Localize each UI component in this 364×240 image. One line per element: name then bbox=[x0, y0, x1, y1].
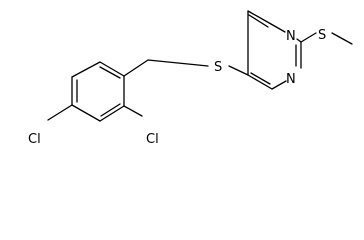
bond-c2-s bbox=[300, 32, 317, 43]
thioether-linker bbox=[123, 59, 249, 77]
bond-c4-s bbox=[228, 65, 249, 76]
bond-n3-c4 bbox=[271, 80, 287, 90]
bond-c5-c6 bbox=[247, 10, 272, 25]
chemical-structure: N N S S Cl Cl bbox=[28, 10, 353, 147]
bond-c4-c5-lower bbox=[247, 74, 273, 90]
bond-c5-c6-inner bbox=[248, 14, 269, 28]
bond-s-ch2 bbox=[147, 59, 209, 67]
bond-ar4-cl bbox=[47, 104, 73, 121]
structure-canvas: N N S S Cl Cl bbox=[28, 10, 353, 147]
bond-n1-c2 bbox=[296, 38, 302, 43]
bond-ar4-ar5 bbox=[71, 104, 101, 122]
atom-label-n-top: N bbox=[286, 29, 296, 44]
bond-ar1-ar2 bbox=[99, 61, 125, 77]
bond-s-ch3 bbox=[331, 32, 353, 45]
bond-c6-n1 bbox=[270, 23, 286, 33]
bond-c4-c5-lower-inner bbox=[250, 72, 271, 85]
atom-label-cl-ortho: Cl bbox=[146, 132, 159, 147]
atom-label-s-methyl: S bbox=[318, 28, 326, 43]
dichlorophenyl-ring bbox=[47, 61, 143, 122]
bond-ar5-ar6-inner bbox=[100, 103, 121, 117]
bond-ar6-cl bbox=[123, 105, 143, 117]
atom-label-cl-para: Cl bbox=[28, 132, 41, 147]
pyrimidine-ring bbox=[247, 10, 302, 90]
methylthio-group bbox=[300, 32, 353, 45]
bond-ar5-ar6 bbox=[99, 105, 125, 122]
bond-ch2-aryl bbox=[123, 59, 149, 77]
atom-label-n-bottom: N bbox=[286, 72, 296, 87]
bond-ar2-ar3 bbox=[71, 61, 101, 78]
bond-ar1-ar2-inner bbox=[99, 66, 121, 79]
atom-label-s-linker: S bbox=[214, 60, 222, 75]
